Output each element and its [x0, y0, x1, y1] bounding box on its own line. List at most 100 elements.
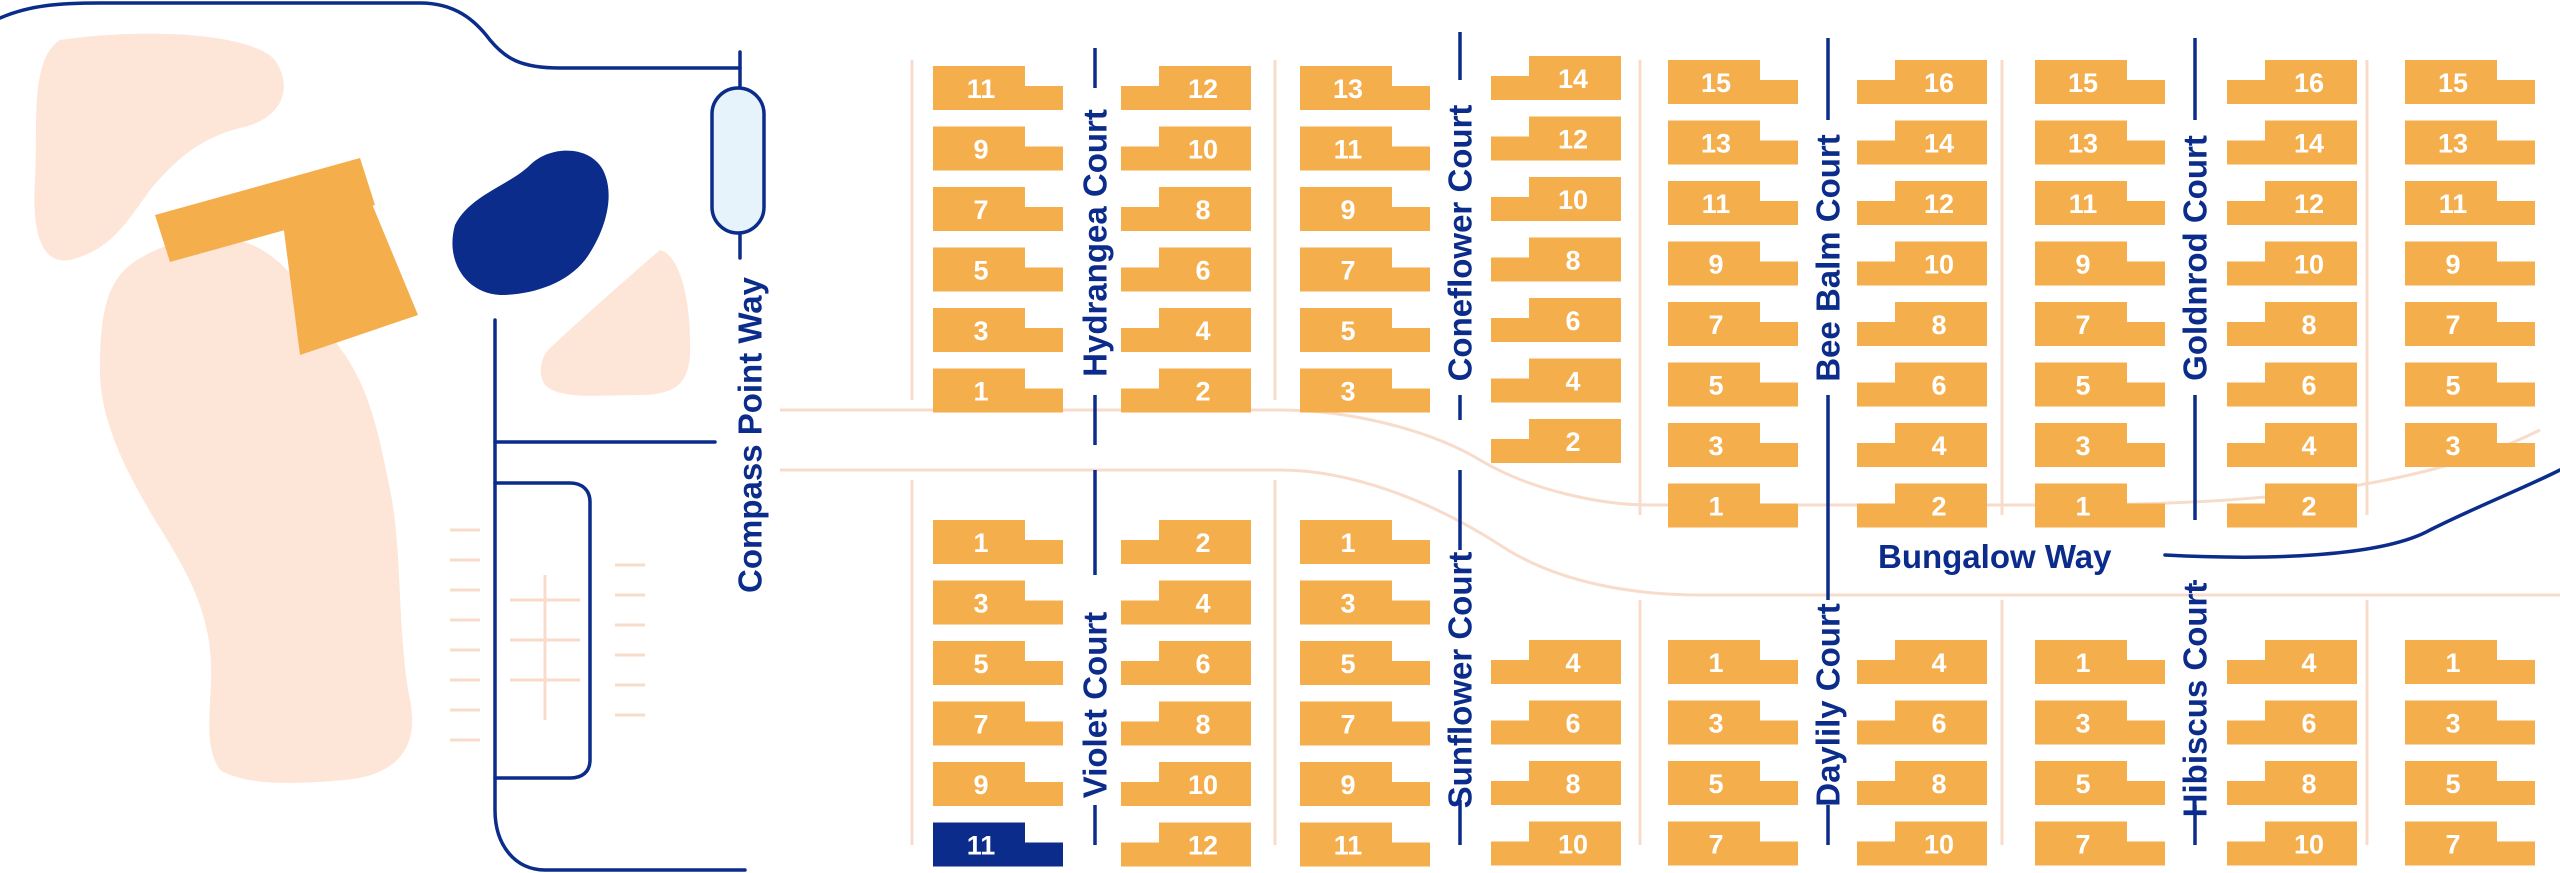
lot[interactable]: 4: [1857, 640, 1987, 684]
lot[interactable]: 4: [1121, 308, 1251, 352]
lot[interactable]: 9: [1300, 187, 1430, 231]
lot-shape[interactable]: [1857, 60, 1987, 104]
lot[interactable]: 3: [933, 580, 1063, 625]
lot-shape[interactable]: [1300, 641, 1430, 685]
lot[interactable]: 3: [1668, 700, 1798, 745]
lot-shape[interactable]: [2405, 120, 2535, 165]
lot[interactable]: 2: [2227, 483, 2357, 528]
lot[interactable]: 8: [1857, 302, 1987, 346]
lot-shape[interactable]: [2405, 423, 2535, 467]
lot[interactable]: 9: [2035, 241, 2165, 286]
lot-shape[interactable]: [1491, 761, 1621, 805]
lot[interactable]: 5: [2405, 362, 2535, 407]
lot-shape[interactable]: [1491, 358, 1621, 403]
lot[interactable]: 6: [1857, 362, 1987, 407]
lot-shape[interactable]: [1300, 126, 1430, 171]
lot[interactable]: 2: [1491, 419, 1621, 463]
lot-shape[interactable]: [2405, 700, 2535, 745]
lot-shape[interactable]: [2035, 423, 2165, 467]
lot[interactable]: 3: [933, 308, 1063, 352]
lot[interactable]: 8: [1121, 187, 1251, 231]
lot[interactable]: 9: [1300, 762, 1430, 806]
lot-shape[interactable]: [1857, 640, 1987, 684]
lot[interactable]: 3: [1300, 368, 1430, 413]
lot-shape[interactable]: [1300, 308, 1430, 352]
lot-shape[interactable]: [1121, 308, 1251, 352]
lot[interactable]: 15: [1668, 60, 1798, 104]
lot[interactable]: 8: [2227, 302, 2357, 346]
lot-shape[interactable]: [1300, 247, 1430, 292]
lot-shape[interactable]: [1857, 761, 1987, 805]
lot[interactable]: 13: [1668, 120, 1798, 165]
lot-shape[interactable]: [2035, 120, 2165, 165]
lot-shape[interactable]: [1491, 821, 1621, 866]
lot-shape[interactable]: [933, 126, 1063, 171]
lot[interactable]: 5: [1668, 761, 1798, 805]
lot-shape[interactable]: [2227, 60, 2357, 104]
lot-shape[interactable]: [1121, 66, 1251, 110]
lot-shape[interactable]: [1491, 56, 1621, 100]
lot[interactable]: 13: [2405, 120, 2535, 165]
lot[interactable]: 11: [2035, 181, 2165, 225]
lot[interactable]: 4: [2227, 640, 2357, 684]
lot-shape[interactable]: [2405, 761, 2535, 805]
lot[interactable]: 7: [1300, 247, 1430, 292]
lot[interactable]: 14: [2227, 120, 2357, 165]
lot-shape[interactable]: [1668, 700, 1798, 745]
lot[interactable]: 10: [1491, 821, 1621, 866]
lot[interactable]: 4: [1857, 423, 1987, 467]
lot-shape[interactable]: [933, 368, 1063, 413]
lot-shape[interactable]: [2405, 60, 2535, 104]
lot-shape[interactable]: [2227, 120, 2357, 165]
lot[interactable]: 9: [933, 762, 1063, 806]
lot[interactable]: 2: [1121, 368, 1251, 413]
lot-shape[interactable]: [2035, 302, 2165, 346]
lot-shape[interactable]: [1857, 241, 1987, 286]
lot[interactable]: 8: [1121, 701, 1251, 746]
lot-shape[interactable]: [2227, 483, 2357, 528]
lot-shape[interactable]: [1300, 701, 1430, 746]
lot-shape[interactable]: [2227, 181, 2357, 225]
lot-shape[interactable]: [1121, 520, 1251, 564]
lot-shape[interactable]: [1491, 116, 1621, 161]
lot-shape[interactable]: [933, 308, 1063, 352]
lot[interactable]: 13: [2035, 120, 2165, 165]
lot[interactable]: 3: [1668, 423, 1798, 467]
lot[interactable]: 9: [2405, 241, 2535, 286]
lot-shape[interactable]: [933, 762, 1063, 806]
lot[interactable]: 7: [2405, 821, 2535, 866]
lot-shape[interactable]: [1491, 177, 1621, 221]
lot-shape[interactable]: [2035, 362, 2165, 407]
lot[interactable]: 1: [2035, 640, 2165, 684]
lot[interactable]: 10: [1857, 821, 1987, 866]
lot-shape[interactable]: [2035, 761, 2165, 805]
lot[interactable]: 2: [1857, 483, 1987, 528]
lot[interactable]: 10: [1121, 762, 1251, 806]
lot-shape[interactable]: [1491, 640, 1621, 684]
lot-shape[interactable]: [1300, 520, 1430, 564]
lot[interactable]: 15: [2405, 60, 2535, 104]
lot-shape[interactable]: [1300, 580, 1430, 625]
lot[interactable]: 1: [1668, 483, 1798, 528]
lot-shape[interactable]: [1857, 821, 1987, 866]
lot[interactable]: 8: [1857, 761, 1987, 805]
lot[interactable]: 10: [1121, 126, 1251, 171]
lot-shape[interactable]: [1668, 60, 1798, 104]
lot-shape[interactable]: [2227, 423, 2357, 467]
lot[interactable]: 12: [1491, 116, 1621, 161]
lot-shape[interactable]: [2227, 761, 2357, 805]
lot-shape[interactable]: [1300, 66, 1430, 110]
lot-shape[interactable]: [1668, 362, 1798, 407]
lot-shape[interactable]: [2035, 483, 2165, 528]
lot[interactable]: 11: [933, 66, 1063, 110]
lot[interactable]: 1: [1668, 640, 1798, 684]
lot[interactable]: 1: [933, 368, 1063, 413]
lot[interactable]: 11: [2405, 181, 2535, 225]
lot-shape[interactable]: [1121, 641, 1251, 685]
lot-shape[interactable]: [1121, 822, 1251, 867]
lot[interactable]: 6: [1121, 247, 1251, 292]
lot[interactable]: 8: [2227, 761, 2357, 805]
lot[interactable]: 6: [1857, 700, 1987, 745]
lot[interactable]: 13: [1300, 66, 1430, 110]
lot-shape[interactable]: [2035, 181, 2165, 225]
